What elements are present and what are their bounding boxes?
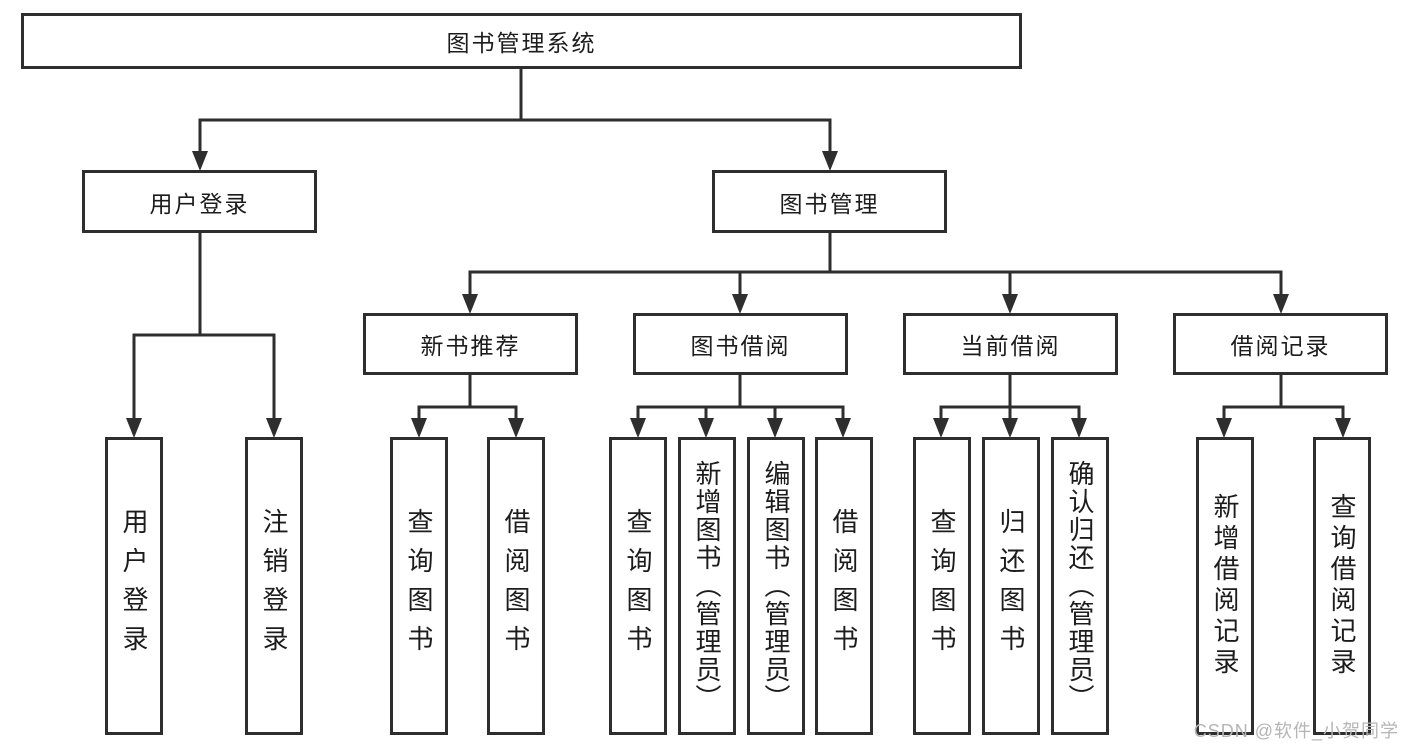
node-leaf-borrow-books: 借阅图书 (487, 437, 545, 735)
node-label: 查询图书 (927, 508, 957, 664)
node-label: 查询借阅记录 (1327, 493, 1357, 679)
node-leaf-add-books-admin: 新增图书（管理员） (678, 437, 736, 735)
node-leaf-confirm-return-admin: 确认归还（管理员） (1051, 437, 1109, 735)
node-label: 图书借阅 (690, 333, 791, 359)
node-book-management: 图书管理 (712, 170, 947, 233)
node-label: 注销登录 (259, 508, 289, 664)
node-label: 编辑图书（管理员） (761, 460, 791, 712)
node-label: 新增图书（管理员） (692, 460, 722, 712)
node-new-book-recommend: 新书推荐 (363, 313, 578, 375)
node-leaf-add-borrow-record: 新增借阅记录 (1196, 437, 1254, 735)
node-label: 借阅图书 (501, 508, 531, 664)
node-label: 查询图书 (623, 508, 653, 664)
node-label: 借阅记录 (1230, 333, 1331, 359)
node-leaf-user-login: 用户登录 (105, 437, 163, 735)
node-label: 当前借阅 (960, 333, 1061, 359)
node-leaf-query-books: 查询图书 (609, 437, 667, 735)
node-book-borrow: 图书借阅 (633, 313, 848, 375)
node-leaf-borrow-books: 借阅图书 (815, 437, 873, 735)
node-label: 用户登录 (119, 508, 149, 664)
node-label: 查询图书 (404, 508, 434, 664)
node-leaf-query-borrow-record: 查询借阅记录 (1313, 437, 1371, 735)
node-label: 归还图书 (996, 508, 1026, 664)
node-leaf-query-books: 查询图书 (390, 437, 448, 735)
node-label: 确认归还（管理员） (1065, 460, 1095, 712)
node-leaf-return-books: 归还图书 (982, 437, 1040, 735)
node-root-label: 图书管理系统 (446, 30, 597, 56)
node-leaf-edit-books-admin: 编辑图书（管理员） (747, 437, 805, 735)
node-label: 用户登录 (149, 190, 250, 217)
node-label: 新增借阅记录 (1210, 493, 1240, 679)
node-label: 图书管理 (779, 190, 880, 217)
node-root-system: 图书管理系统 (21, 13, 1022, 69)
node-leaf-query-books: 查询图书 (913, 437, 971, 735)
node-current-borrow: 当前借阅 (903, 313, 1118, 375)
node-label: 新书推荐 (420, 333, 521, 359)
node-label: 借阅图书 (829, 508, 859, 664)
csdn-watermark: CSDN @软件_小贺同学 (1193, 721, 1399, 741)
node-leaf-logout: 注销登录 (245, 437, 303, 735)
node-borrow-records: 借阅记录 (1173, 313, 1388, 375)
node-user-login: 用户登录 (82, 170, 317, 233)
